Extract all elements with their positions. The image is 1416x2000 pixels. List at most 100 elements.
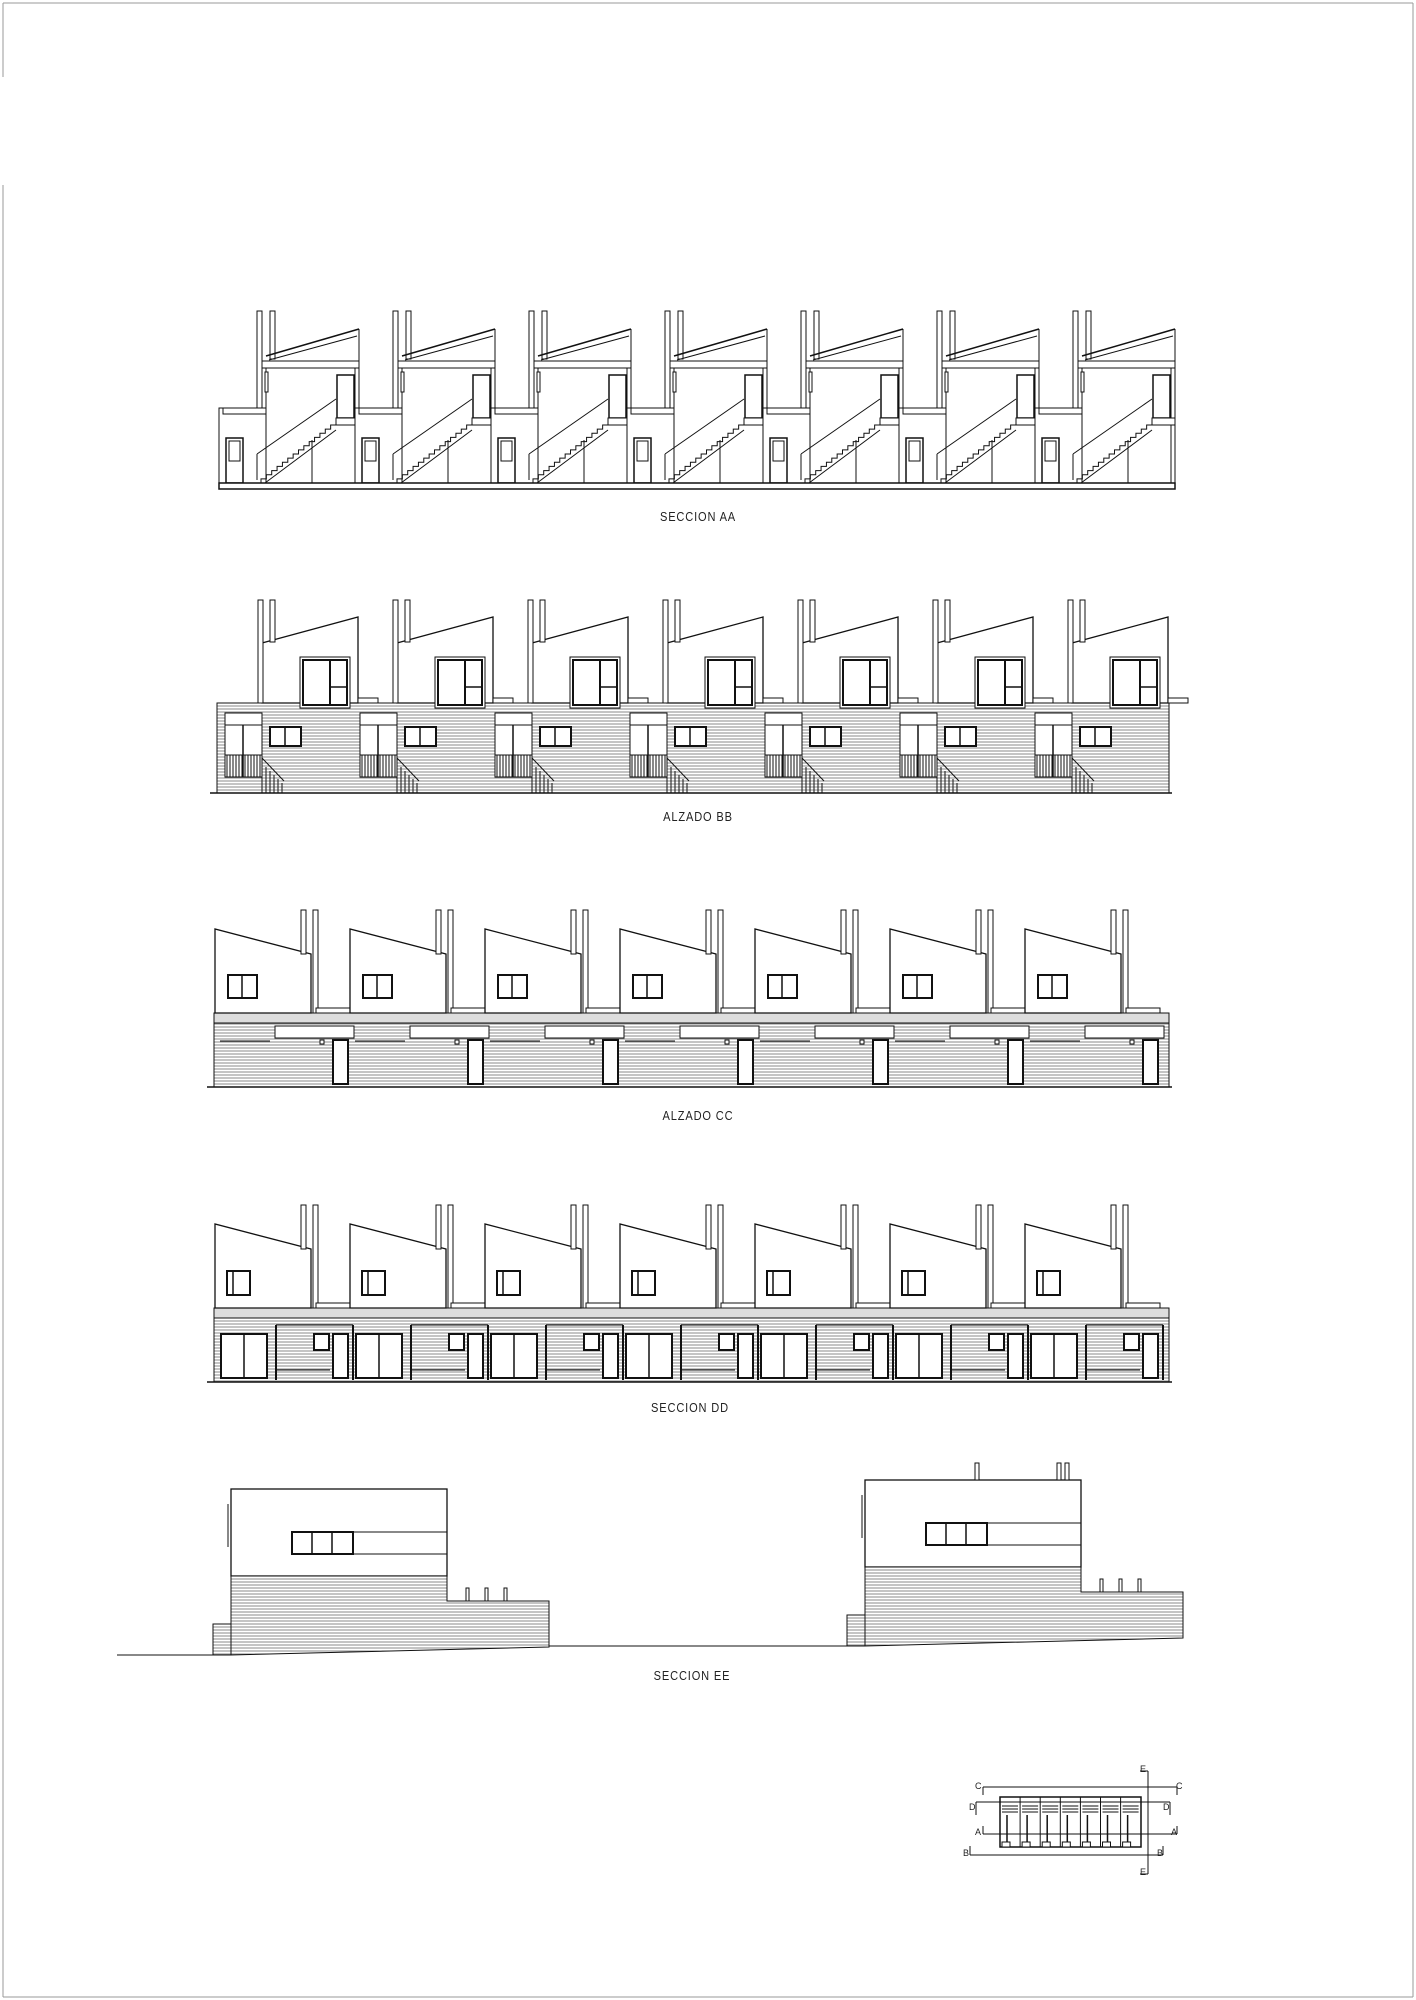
roof-terrace [1032,697,1054,704]
chimney [392,310,399,409]
door [737,1333,754,1379]
chimney [435,909,442,955]
roof-line-inner [268,335,358,361]
chimney [1072,310,1079,409]
rear-door [737,1039,754,1085]
roof-terrace [762,697,784,704]
stair-rail [801,757,825,782]
staircase [396,424,472,483]
door [872,1333,889,1379]
railing-post [503,1587,508,1602]
section-ee-drawing [117,1462,1184,1656]
lower-volume-cladding [864,1566,1184,1647]
window [291,1531,354,1555]
stair-rail [396,757,420,782]
door-panel [908,440,921,462]
cladding-top-band [213,1012,1170,1024]
chimney [840,1204,847,1250]
upper-window [842,659,888,706]
upper-floor-slab [1077,360,1176,369]
stair-rail [1071,757,1095,782]
small-window [718,1333,735,1351]
key-plan [969,1770,1178,1875]
upper-window [977,659,1023,706]
upper-floor-slab [261,360,360,369]
facade-cladding [213,1012,1170,1088]
lower-volume-cladding [230,1575,550,1656]
chimney [1110,909,1117,955]
house-unit-section [762,310,904,484]
roof-line-inner [1084,335,1174,361]
house-unit-elevation [214,909,355,1085]
chimney [404,599,411,643]
upper-door [472,374,491,419]
chimney [936,310,943,409]
house-unit-section [349,1204,489,1380]
house-unit-elevation [1024,909,1165,1085]
landing-slab [1151,417,1176,426]
house-unit-elevation [484,909,625,1085]
roof-terrace [720,1007,756,1014]
house-unit-section [619,1204,759,1380]
house-unit-section [490,310,632,484]
key-marker-b-right: B [1157,1848,1164,1858]
porch-canopy [494,712,533,726]
roof-slab-low [358,407,403,415]
stair-underside [400,429,473,484]
door-panel [500,440,513,462]
stair-rail [936,757,960,782]
wall-window [808,371,813,393]
staircase [260,424,336,483]
house-unit-section [889,1204,1029,1380]
handrail [800,398,881,455]
chimney [1085,310,1092,360]
house-unit-section [754,1204,894,1380]
handrail [936,398,1017,455]
key-porch [1122,1841,1132,1848]
upper-window [707,659,753,706]
stair-underside [1080,429,1153,484]
roof-terrace [315,1302,351,1309]
chimney [405,310,412,360]
stair-rail [666,757,690,782]
stair-underside [264,429,337,484]
upper-door [1016,374,1035,419]
house-unit-elevation [494,599,649,793]
key-porch [1102,1841,1111,1848]
roof-terrace [450,1302,486,1309]
canopy [274,1025,355,1039]
rear-door [872,1039,889,1085]
chimney [539,599,546,643]
door-panel [364,440,377,462]
key-marker-c-right: C [1176,1781,1183,1791]
key-marker-a-left: A [975,1827,982,1837]
stair [212,1623,232,1656]
railing-post [1099,1578,1104,1593]
roof-terrace [627,697,649,704]
upper-volume [349,928,447,1014]
handrail [664,398,745,455]
key-marker-a-right: A [1171,1827,1178,1837]
chimney [269,599,276,643]
key-marker-d-right: D [1163,1802,1170,1812]
key-marker-c-left: C [975,1781,982,1791]
upper-floor-slab [669,360,768,369]
chimney [975,909,982,955]
door [1142,1333,1159,1379]
key-porch [1001,1841,1011,1848]
chimney [582,1204,589,1309]
door-panel [228,440,241,462]
stair-underside [536,429,609,484]
key-porch [1081,1841,1091,1848]
upper-floor-slab [533,360,632,369]
canopy [949,1025,1030,1039]
stair-rail [261,757,285,782]
house-unit-section [898,310,1040,484]
view-title-seccion-aa: SECCION AA [659,509,737,524]
roof-line-inner [404,335,494,361]
small-window [448,1333,465,1351]
house-unit-elevation [754,909,895,1085]
stair-underside [672,429,745,484]
